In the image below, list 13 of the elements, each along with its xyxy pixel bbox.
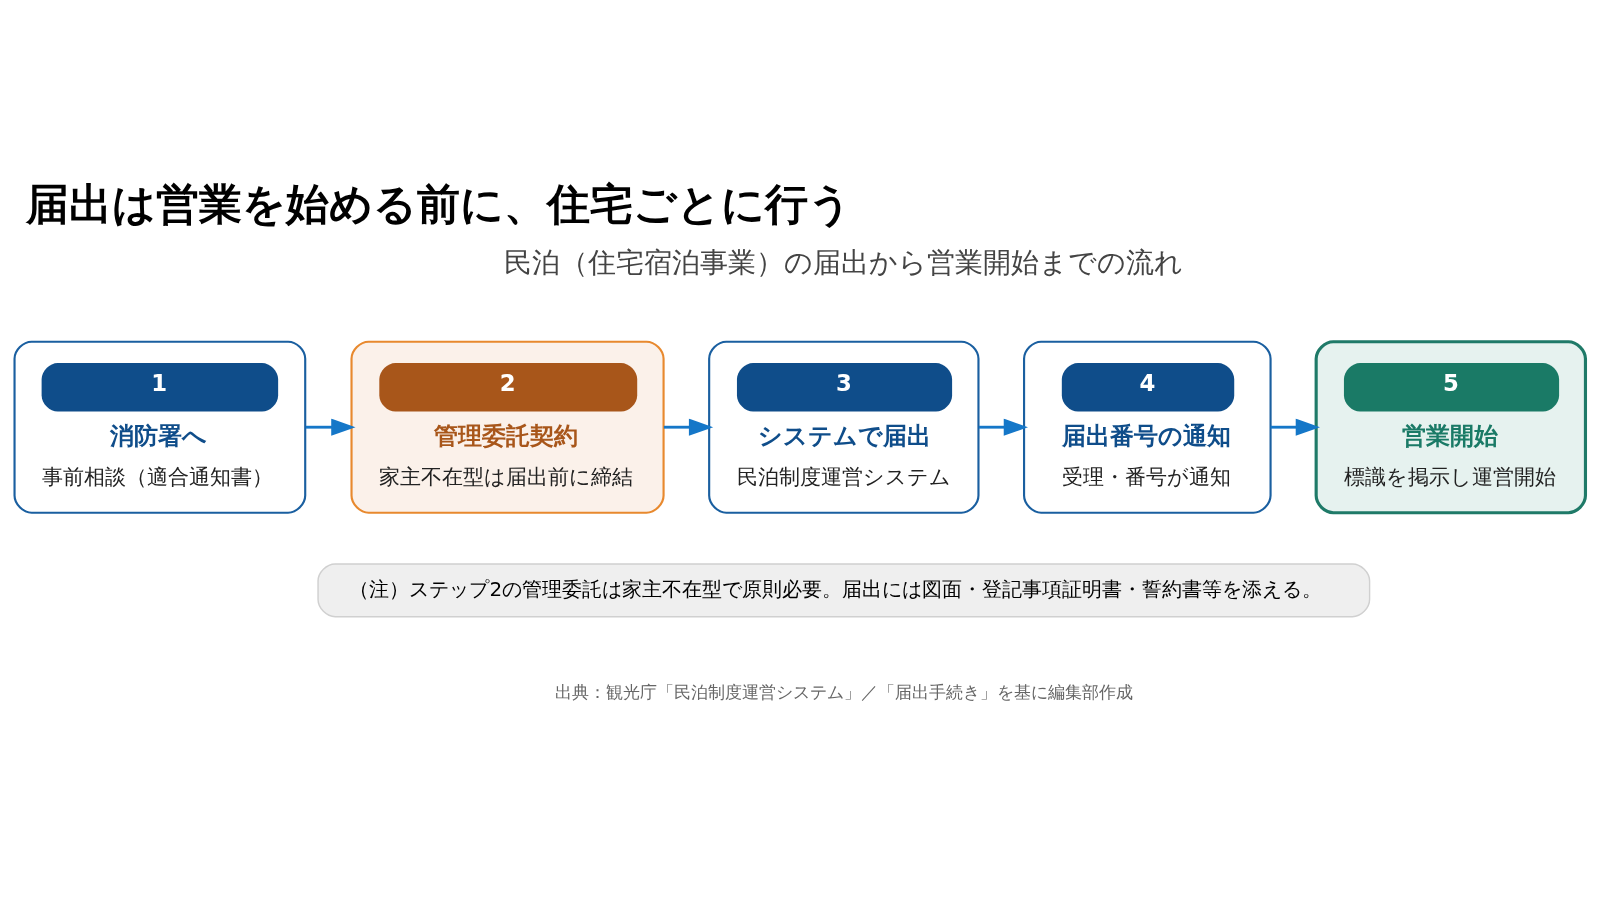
node-box: 2 管理委託契約 家主不在型は届出前に締結: [350, 340, 665, 514]
node-box: 5 営業開始 標識を掲示し運営開始: [1314, 340, 1588, 515]
arrow: [1270, 418, 1320, 436]
label: 出典：観光庁「民泊制度運営システム」／「届出手続き」を基に編集部作成: [554, 682, 1133, 703]
arrow: [978, 418, 1028, 436]
node-box: 4 届出番号の通知 受理・番号が通知: [1023, 340, 1272, 514]
label: 民泊（住宅宿泊事業）の届出から営業開始までの流れ: [504, 245, 1184, 279]
diagram-title: 届出は営業を始める前に、住宅ごとに行う: [25, 179, 852, 230]
node-box: 1 消防署へ 事前相談（適合通知書）: [13, 340, 307, 514]
arrow: [305, 418, 356, 436]
node-box: 3 システムで届出 民泊制度運営システム: [708, 340, 980, 514]
arrow: [663, 418, 714, 436]
node-box: （注）ステップ2の管理委託は家主不在型で原則必要。届出には図面・登記事項証明書・誓約書等を添える。: [317, 563, 1371, 618]
